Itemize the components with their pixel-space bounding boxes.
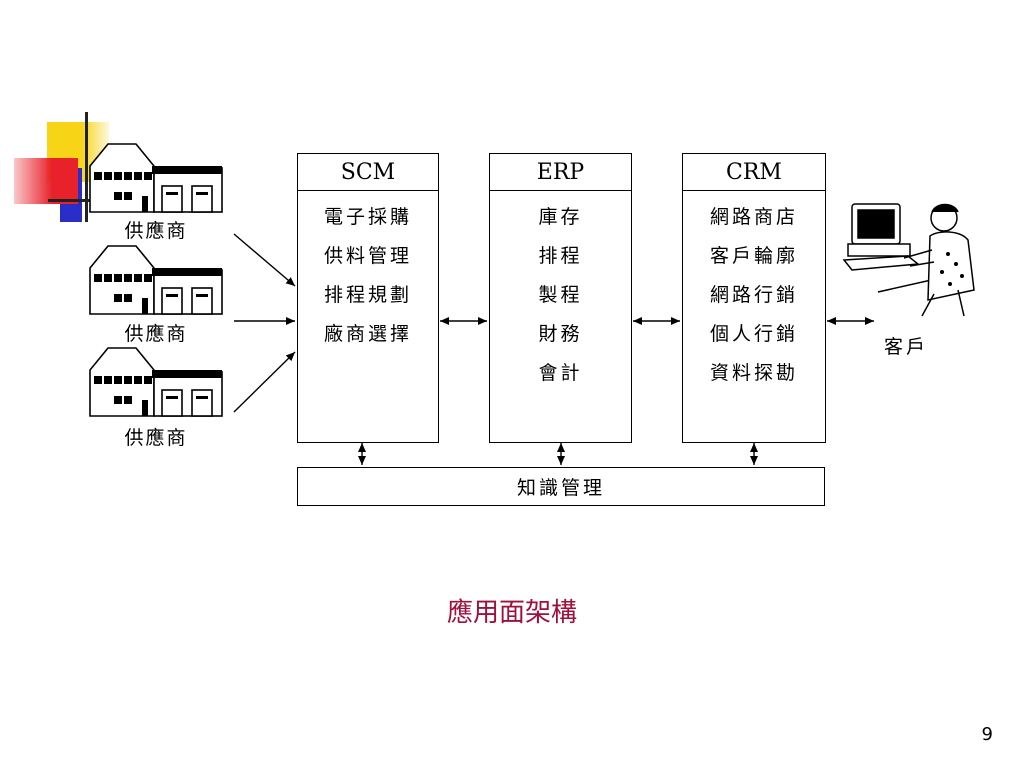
erp-title: ERP xyxy=(490,154,631,191)
customer-computer-icon xyxy=(842,203,975,317)
knowledge-management-box: 知識管理 xyxy=(297,467,825,506)
supplier-1-arrow xyxy=(233,233,296,287)
crm-item: 客戶輪廓 xyxy=(709,245,798,267)
supplier-label: 供應商 xyxy=(124,323,188,345)
crm-item: 網路商店 xyxy=(709,206,798,228)
crm-item: 資料探勘 xyxy=(709,362,798,384)
factory-icon xyxy=(89,347,223,417)
scm-item: 供料管理 xyxy=(323,245,412,267)
scm-item: 廠商選擇 xyxy=(323,323,412,345)
erp-item: 製程 xyxy=(538,284,583,306)
erp-item: 排程 xyxy=(538,245,583,267)
scm-item: 排程規劃 xyxy=(323,284,412,306)
scm-item: 電子採購 xyxy=(323,206,412,228)
erp-item: 會計 xyxy=(538,362,583,384)
deco-red-square xyxy=(14,158,78,204)
crm-item: 網路行銷 xyxy=(709,284,798,306)
deco-vertical-line xyxy=(85,112,88,222)
crm-title: CRM xyxy=(683,154,825,191)
supplier-3-arrow xyxy=(233,351,296,413)
erp-items: 庫存 排程 製程 財務 會計 xyxy=(490,190,631,393)
erp-item: 庫存 xyxy=(538,206,583,228)
diagram-caption: 應用面架構 xyxy=(446,598,577,628)
crm-items: 網路商店 客戶輪廓 網路行銷 個人行銷 資料探勘 xyxy=(683,190,825,393)
customer-label: 客戶 xyxy=(884,336,929,358)
crm-item: 個人行銷 xyxy=(709,323,798,345)
crm-box: CRM 網路商店 客戶輪廓 網路行銷 個人行銷 資料探勘 xyxy=(682,153,826,443)
supplier-label: 供應商 xyxy=(124,427,188,449)
scm-box: SCM 電子採購 供料管理 排程規劃 廠商選擇 xyxy=(297,153,439,443)
factory-icon xyxy=(89,245,223,315)
deco-horizontal-line xyxy=(48,199,100,202)
scm-items: 電子採購 供料管理 排程規劃 廠商選擇 xyxy=(298,190,438,354)
supplier-label: 供應商 xyxy=(124,220,188,242)
erp-item: 財務 xyxy=(538,323,583,345)
scm-title: SCM xyxy=(298,154,438,191)
erp-box: ERP 庫存 排程 製程 財務 會計 xyxy=(489,153,632,443)
page-number: 9 xyxy=(981,724,993,745)
factory-icon xyxy=(89,143,223,213)
